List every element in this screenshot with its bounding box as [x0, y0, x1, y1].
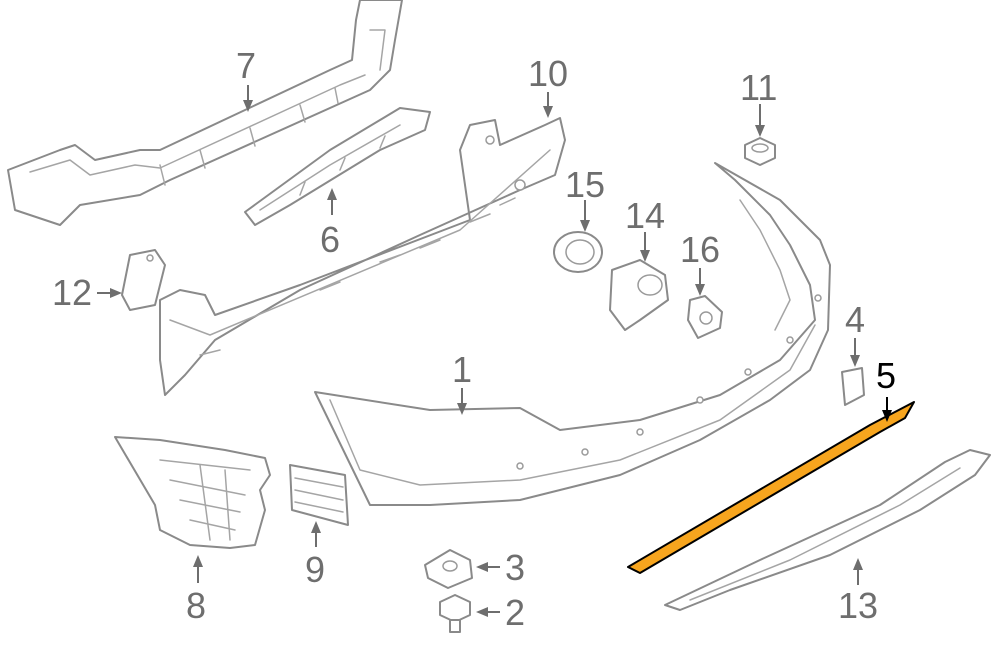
part-2-bolt [439, 594, 471, 633]
part-14-park-sensor [609, 259, 669, 331]
callout-14: 14 [625, 195, 665, 236]
callout-labels: 7 6 10 11 15 14 16 12 1 4 5 8 9 3 2 13 [52, 45, 896, 633]
part-12-plate [121, 249, 166, 311]
callout-15: 15 [565, 164, 605, 205]
callout-5-highlighted: 5 [876, 355, 896, 396]
part-13-lower-valance [664, 449, 991, 611]
part-1-bumper-cover [314, 162, 831, 506]
callout-10: 10 [528, 53, 568, 94]
part-9-grille-insert [289, 464, 349, 526]
callout-6: 6 [320, 219, 340, 260]
callout-1: 1 [452, 349, 472, 390]
callout-9: 9 [305, 549, 325, 590]
part-16-sensor-holder [687, 295, 723, 339]
part-15-sensor-ring [553, 231, 603, 273]
part-11-nut [744, 137, 776, 166]
part-8-side-bracket [114, 436, 271, 549]
callout-12: 12 [52, 272, 92, 313]
part-5-trim-strip-highlighted [627, 401, 915, 574]
part-6-lower-rail [244, 107, 431, 226]
callout-3: 3 [505, 547, 525, 588]
callout-16: 16 [680, 229, 720, 270]
part-7-upper-rail [7, 0, 403, 226]
callout-11: 11 [740, 67, 777, 108]
callout-8: 8 [186, 585, 206, 626]
callout-2: 2 [505, 592, 525, 633]
callout-arrows [97, 85, 892, 617]
part-10-reinforcement-bar [159, 117, 566, 396]
part-4-clip [841, 367, 865, 406]
callout-4: 4 [845, 299, 865, 340]
part-3-clip-nut [424, 549, 473, 589]
callout-7: 7 [236, 45, 256, 86]
callout-13: 13 [838, 585, 878, 626]
